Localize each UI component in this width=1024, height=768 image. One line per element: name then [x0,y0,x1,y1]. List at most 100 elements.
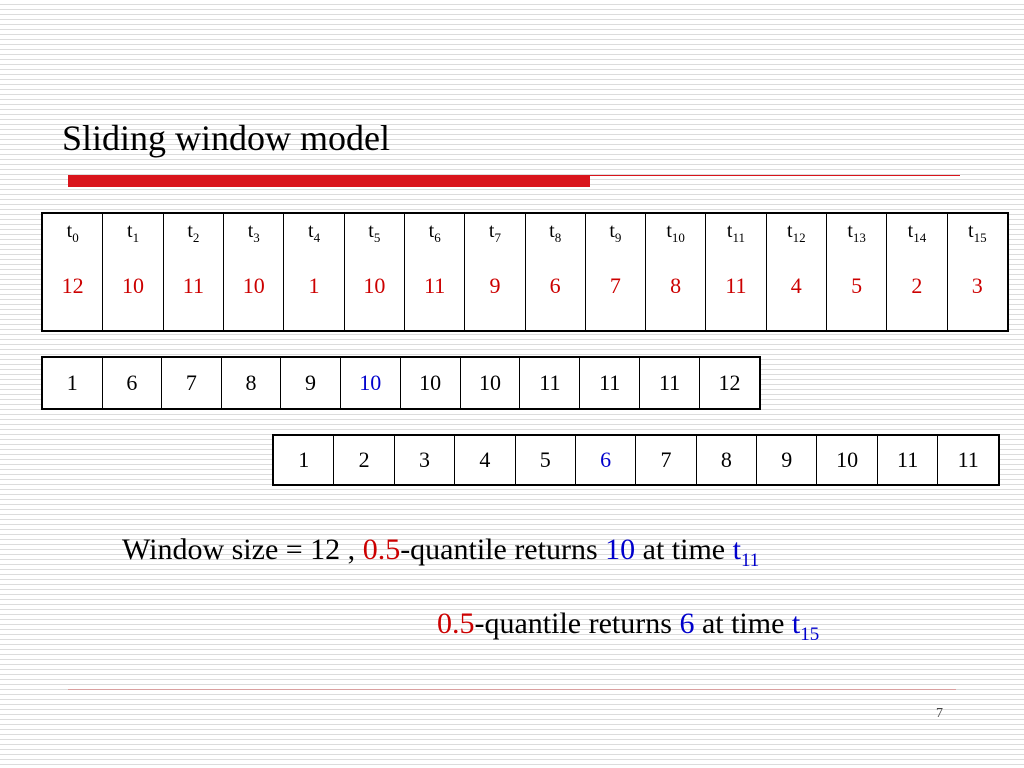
time-label: t1 [103,218,162,245]
sorted-value-cell: 11 [937,434,1000,486]
sorted-value-cell: 7 [161,356,222,410]
sorted-value-cell: 6 [101,356,163,410]
time-label: t2 [164,218,223,245]
sorted-value-cell: 8 [220,356,282,410]
sorted-value-cell: 1 [272,434,335,486]
time-label-sub: 13 [852,230,866,245]
stream-value: 4 [790,273,802,298]
sorted-value-cell: 10 [399,356,461,410]
time-label-base: t [308,220,314,242]
stream-value: 11 [182,273,204,298]
time-label-sub: 5 [373,230,381,245]
statement-time: t11 [732,533,760,571]
time-label-base: t [666,220,672,242]
time-label-sub: 4 [313,230,321,245]
time-label-sub: 2 [192,230,200,245]
statement-result: 10 [605,533,636,566]
stream-cell: t2 11 [162,212,225,332]
statement-at-time: at time [635,533,733,566]
time-label-base: t [368,220,374,242]
time-label-base: t [488,220,495,242]
sorted-value-cell: 11 [579,356,641,410]
time-label-sub: 14 [913,230,927,245]
stream-cell: t5 10 [343,212,406,332]
time-label: t13 [827,218,886,245]
time-label-base: t [549,220,555,242]
time-label-sub: 6 [434,230,441,245]
time-label-base: t [847,220,853,242]
sorted-value-cell: 1 [41,356,103,410]
time-label-sub: 1 [132,230,140,245]
time-label-base: t [968,220,974,242]
sorted-value-cell: 7 [635,434,697,486]
statement-time-base: t [732,533,741,566]
sorted-value-cell: 9 [755,434,818,486]
title-underline-bar [68,175,590,187]
time-label-sub: 10 [671,230,685,245]
time-label: t0 [43,218,102,245]
sorted-value-cell: 10 [339,356,401,410]
statement-at-time: at time [694,607,792,640]
stream-value: 2 [911,273,923,298]
sorted-value-cell: 11 [876,434,939,486]
statement-time-base: t [791,607,801,640]
statement-prefix: Window size = 12 , [122,533,363,566]
time-label: t8 [526,218,585,245]
time-label-base: t [726,220,733,242]
stream-value: 10 [122,273,145,298]
sorted-value-cell: 3 [393,434,456,486]
stream-cell: t12 4 [765,212,827,332]
statement-line-1: Window size = 12 , 0.5-quantile returns … [122,530,759,581]
statement-quantile: 0.5 [362,533,401,566]
sorted-value-cell: 8 [695,434,758,486]
sorted-value-cell: 12 [699,356,761,410]
stream-cell: t15 3 [946,212,1009,332]
stream-value: 11 [424,273,446,298]
sorted-value-cell: 10 [816,434,878,486]
statement-quantile: 0.5 [437,607,475,640]
stream-value: 8 [670,273,682,298]
sorted-value-cell: 11 [639,356,701,410]
title-underline-rule [590,175,960,176]
statement-middle: -quantile returns [474,607,680,640]
stream-cell: t9 7 [584,212,646,332]
sorted-value-cell: 4 [454,434,516,486]
stream-cell: t0 12 [41,212,104,332]
time-label-sub: 7 [494,230,501,245]
time-label: t11 [706,218,765,245]
time-label: t5 [345,218,404,245]
time-label-base: t [187,220,193,242]
statement-result: 6 [679,607,695,640]
statement-time-sub: 15 [800,624,820,645]
time-label-sub: 15 [973,230,987,245]
stream-value: 3 [971,273,983,298]
sorted-value-cell: 10 [459,356,521,410]
time-label: t9 [586,218,645,245]
sorted-value-cell: 9 [280,356,341,410]
time-label-base: t [907,220,914,242]
stream-value: 10 [242,273,265,298]
stream-value: 6 [549,273,561,298]
statement-middle: -quantile returns [400,533,606,566]
time-label: t15 [948,218,1007,245]
stream-cell: t14 2 [886,212,948,332]
stream-value: 7 [609,273,621,298]
time-label: t12 [767,218,826,245]
stream-value: 12 [61,273,84,298]
footer-rule [68,689,956,690]
sorted-value-cell: 6 [574,434,637,486]
stream-value: 10 [363,273,386,298]
page-number: 7 [936,706,943,721]
time-label-base: t [787,220,793,242]
sorted-value-cell: 5 [514,434,576,486]
time-label-base: t [247,220,254,242]
sorted-value-cell: 11 [519,356,581,410]
